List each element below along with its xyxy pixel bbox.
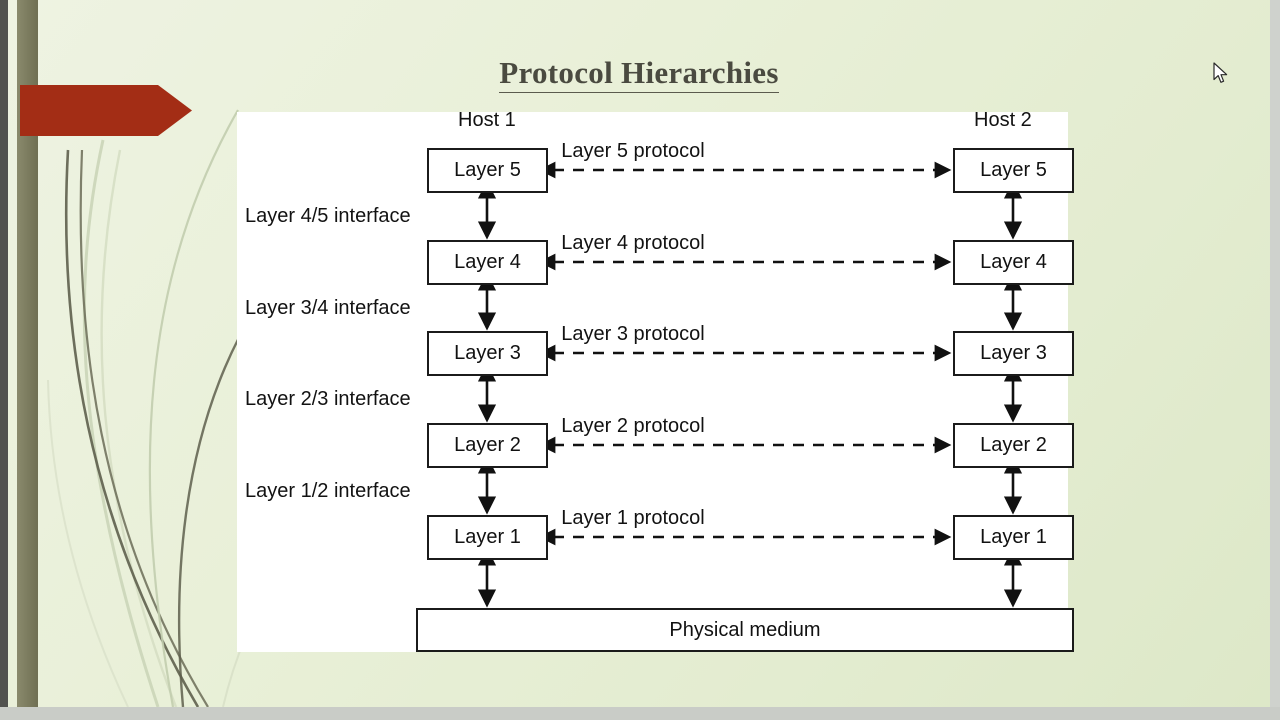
- left-accent-bar: [17, 0, 38, 707]
- screen-right-band: [1270, 0, 1280, 707]
- physical-medium-box[interactable]: Physical medium: [416, 608, 1074, 652]
- layer-box-host1-layer1[interactable]: Layer 1: [427, 515, 548, 560]
- protocol-label-layer3: Layer 3 protocol: [561, 323, 705, 345]
- protocol-label-layer1: Layer 1 protocol: [561, 507, 705, 529]
- presentation-slide: Protocol Hierarchies: [8, 0, 1270, 707]
- page-title-text: Protocol Hierarchies: [499, 55, 779, 93]
- layer-box-host1-layer4[interactable]: Layer 4: [427, 240, 548, 285]
- host-label-host2: Host 2: [974, 109, 1032, 131]
- layer-box-host1-layer3[interactable]: Layer 3: [427, 331, 548, 376]
- red-banner-arrow: [20, 85, 192, 136]
- protocol-label-layer4: Layer 4 protocol: [561, 232, 705, 254]
- layer-box-host1-layer2[interactable]: Layer 2: [427, 423, 548, 468]
- interface-label-2-3: Layer 2/3 interface: [245, 388, 411, 410]
- page-title: Protocol Hierarchies: [8, 55, 1270, 93]
- layer-box-host2-layer2[interactable]: Layer 2: [953, 423, 1074, 468]
- layer-box-host2-layer4[interactable]: Layer 4: [953, 240, 1074, 285]
- layer-box-host1-layer5[interactable]: Layer 5: [427, 148, 548, 193]
- interface-label-4-5: Layer 4/5 interface: [245, 205, 411, 227]
- layer-box-host2-layer1[interactable]: Layer 1: [953, 515, 1074, 560]
- protocol-hierarchy-diagram: Host 1 Host 2 Layer 5 Layer 4 Layer 3 La…: [237, 109, 1074, 652]
- diagram-connectors: [477, 161, 1023, 608]
- interface-label-1-2: Layer 1/2 interface: [245, 480, 411, 502]
- screen-bottom-band: [0, 707, 1280, 720]
- protocol-label-layer5: Layer 5 protocol: [561, 140, 705, 162]
- layer-box-host2-layer5[interactable]: Layer 5: [953, 148, 1074, 193]
- screen-left-edge: [0, 0, 8, 707]
- host-label-host1: Host 1: [458, 109, 516, 131]
- interface-label-3-4: Layer 3/4 interface: [245, 297, 411, 319]
- protocol-label-layer2: Layer 2 protocol: [561, 415, 705, 437]
- layer-box-host2-layer3[interactable]: Layer 3: [953, 331, 1074, 376]
